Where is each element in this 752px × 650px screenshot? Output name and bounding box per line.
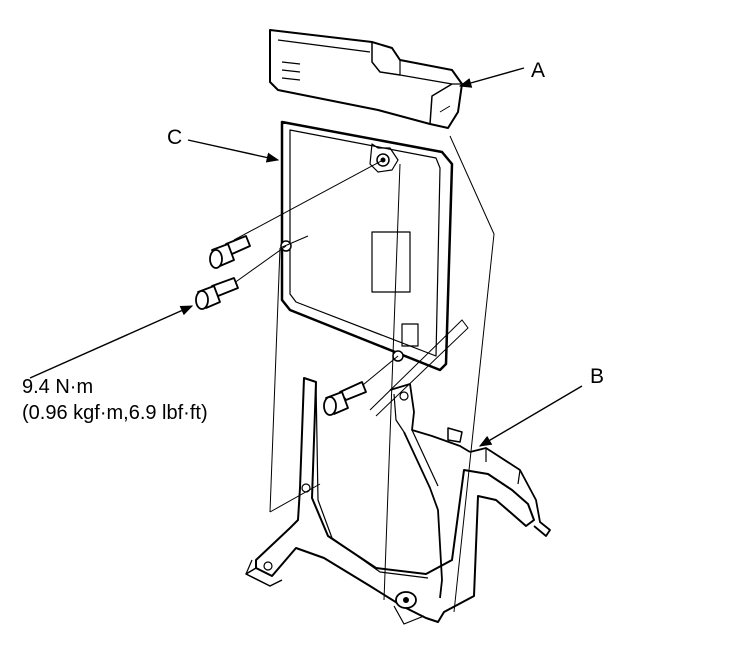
leader-c	[187, 139, 280, 163]
ecm-part-c	[280, 120, 454, 372]
bolt-lower	[323, 381, 367, 416]
callout-label-a: A	[531, 59, 546, 82]
bolt-upper	[209, 235, 251, 269]
torque-spec: 9.4 N·m (0.96 kgf·m,6.9 lbf·ft)	[22, 375, 208, 426]
cover-part-a	[269, 29, 463, 129]
callout-label-c: C	[167, 126, 183, 149]
bolt-middle	[195, 277, 239, 310]
leader-lines	[29, 67, 583, 447]
leader-b	[478, 385, 583, 447]
leader-a	[458, 67, 525, 88]
callout-label-b: B	[590, 365, 605, 388]
torque-spec-metric: 9.4 N·m	[22, 376, 94, 398]
leader-torque	[29, 305, 194, 379]
alignment-lines	[229, 135, 495, 613]
torque-spec-conversions: (0.96 kgf·m,6.9 lbf·ft)	[22, 401, 208, 424]
bracket-part-b	[245, 377, 551, 625]
